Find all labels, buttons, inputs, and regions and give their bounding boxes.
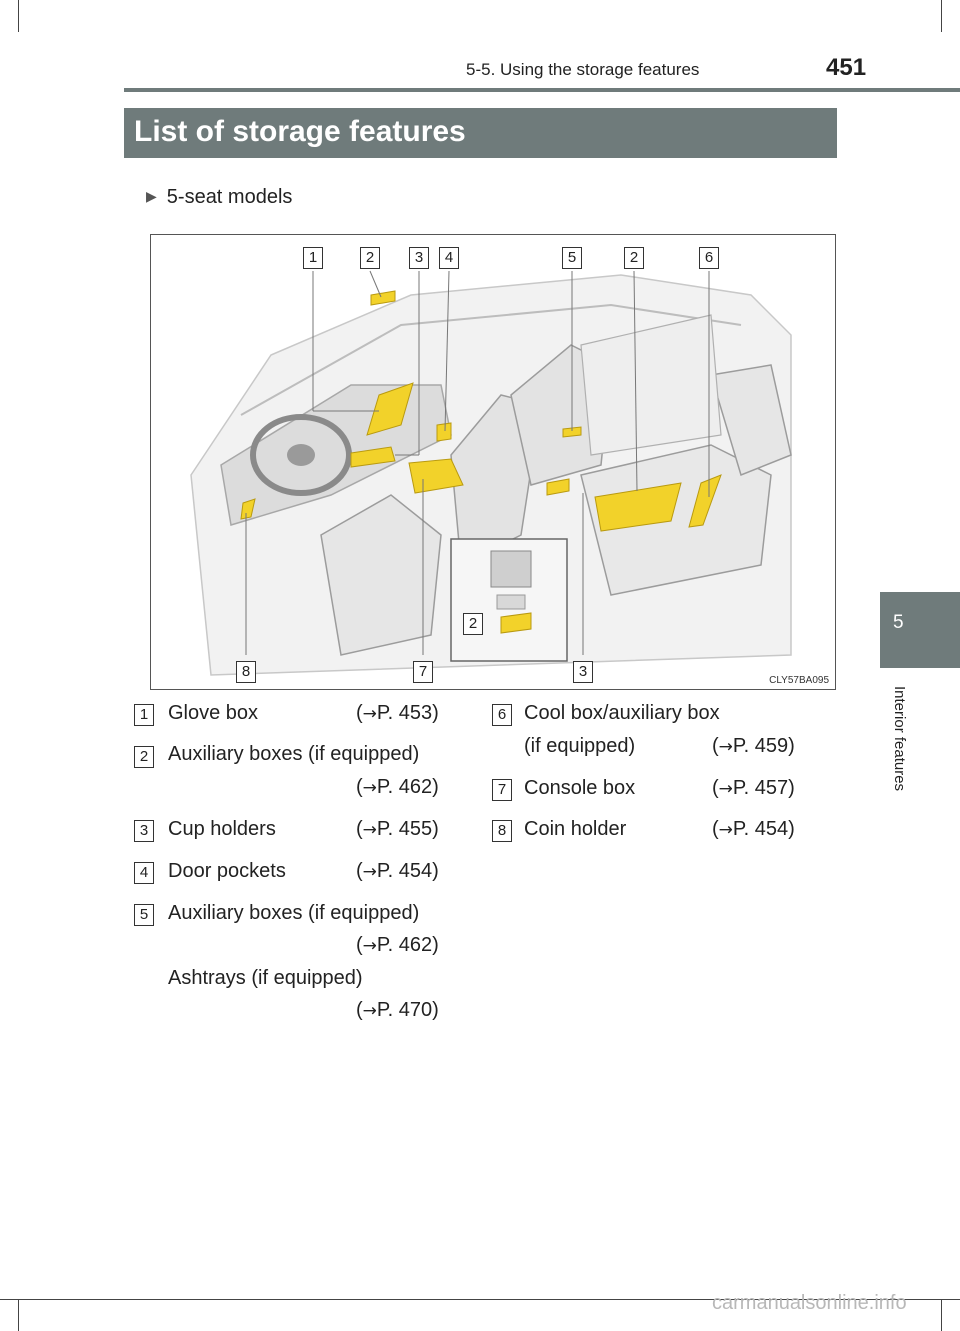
callout-3: 3 bbox=[409, 247, 429, 269]
callout-8: 8 bbox=[236, 661, 256, 683]
legend-badge-5: 5 bbox=[134, 904, 154, 926]
legend-label-console-box: Console box bbox=[524, 777, 636, 799]
legend-label-cup-holders: Cup holders bbox=[168, 818, 276, 840]
legend-ref-6: (→P. 459) bbox=[712, 735, 795, 757]
callout-2-inset: 2 bbox=[463, 613, 483, 635]
chapter-tab bbox=[880, 592, 960, 668]
callout-3: 3 bbox=[573, 661, 593, 683]
legend-label-cool-box: Cool box/auxiliary box bbox=[524, 702, 720, 724]
legend-ref-3: (→P. 455) bbox=[356, 818, 439, 840]
crop-mark bbox=[18, 0, 19, 32]
callout-2: 2 bbox=[624, 247, 644, 269]
car-interior-illustration: 1 2 3 4 5 2 6 8 7 3 2 CLY57BA095 bbox=[150, 234, 836, 690]
callout-4: 4 bbox=[439, 247, 459, 269]
legend-ref-1: (→P. 453) bbox=[356, 702, 439, 724]
legend-badge-3: 3 bbox=[134, 820, 154, 842]
legend-ref-ashtrays: (→P. 470) bbox=[356, 999, 439, 1021]
chapter-label: Interior features bbox=[891, 686, 908, 792]
crop-mark bbox=[18, 1299, 19, 1331]
crop-mark bbox=[941, 0, 942, 32]
running-header-section: 5-5. Using the storage features bbox=[466, 60, 700, 79]
legend-badge-2: 2 bbox=[134, 746, 154, 768]
section-title: List of storage features bbox=[124, 108, 837, 158]
legend-ref-4: (→P. 454) bbox=[356, 860, 439, 882]
legend-label-auxiliary-boxes-rear: Auxiliary boxes (if equipped) bbox=[168, 902, 420, 924]
legend-badge-1: 1 bbox=[134, 704, 154, 726]
chapter-number: 5 bbox=[893, 612, 904, 633]
models-label: ▶5-seat models bbox=[146, 186, 293, 208]
legend-badge-7: 7 bbox=[492, 779, 512, 801]
callout-5: 5 bbox=[562, 247, 582, 269]
legend-label-door-pockets: Door pockets bbox=[168, 860, 286, 882]
legend-label-auxiliary-boxes: Auxiliary boxes (if equipped) bbox=[168, 743, 420, 765]
callout-1: 1 bbox=[303, 247, 323, 269]
callout-7: 7 bbox=[413, 661, 433, 683]
legend-badge-6: 6 bbox=[492, 704, 512, 726]
footer-watermark: carmanualsonline.info bbox=[712, 1292, 907, 1314]
header-rule bbox=[124, 88, 960, 92]
crop-mark bbox=[941, 1299, 942, 1331]
legend-ref-8: (→P. 454) bbox=[712, 818, 795, 840]
callout-6: 6 bbox=[699, 247, 719, 269]
legend-ref-5: (→P. 462) bbox=[356, 934, 439, 956]
legend-label-coin-holder: Coin holder bbox=[524, 818, 627, 840]
callout-2: 2 bbox=[360, 247, 380, 269]
car-interior-drawing bbox=[190, 270, 792, 676]
legend-label-glove-box: Glove box bbox=[168, 702, 259, 724]
illustration-code: CLY57BA095 bbox=[769, 675, 829, 686]
legend-label-cool-box-condition: (if equipped) bbox=[524, 735, 636, 757]
page-number: 451 bbox=[826, 54, 867, 81]
legend-ref-2: (→P. 462) bbox=[356, 776, 439, 798]
crop-mark bbox=[0, 1299, 960, 1300]
legend-badge-4: 4 bbox=[134, 862, 154, 884]
legend-ref-7: (→P. 457) bbox=[712, 777, 795, 799]
legend-badge-8: 8 bbox=[492, 820, 512, 842]
legend-label-ashtrays: Ashtrays (if equipped) bbox=[168, 967, 363, 989]
triangle-bullet-icon: ▶ bbox=[146, 188, 157, 204]
